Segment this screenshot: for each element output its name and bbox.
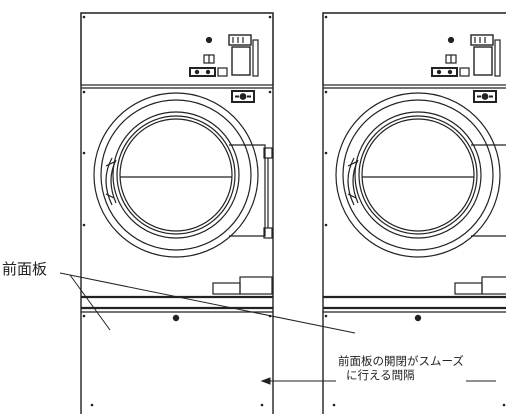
dryer-left [80,12,274,414]
clearance-label-line2: に行える間隔 [346,368,415,382]
dryer-left-door [93,92,259,258]
dryer-left-hinge [229,144,266,237]
dryer-left-cabinet [80,12,274,414]
dryer-right-controls [431,34,501,77]
clearance-label-line1: 前面板の開閉がスムーズ [338,354,464,368]
arrow-icon [260,377,271,385]
dryer-right-door [335,92,501,258]
front-panel-label: 前面板 [2,260,48,278]
clearance-label: 前面板の開閉がスムーズ に行える間隔 [336,354,466,382]
dryer-right [322,12,506,414]
dryer-left-controls [189,34,259,77]
knob-icon [205,36,213,44]
dryer-right-control-panel [322,12,506,86]
vent-icon [231,90,255,103]
dryer-left-control-panel [80,12,274,86]
